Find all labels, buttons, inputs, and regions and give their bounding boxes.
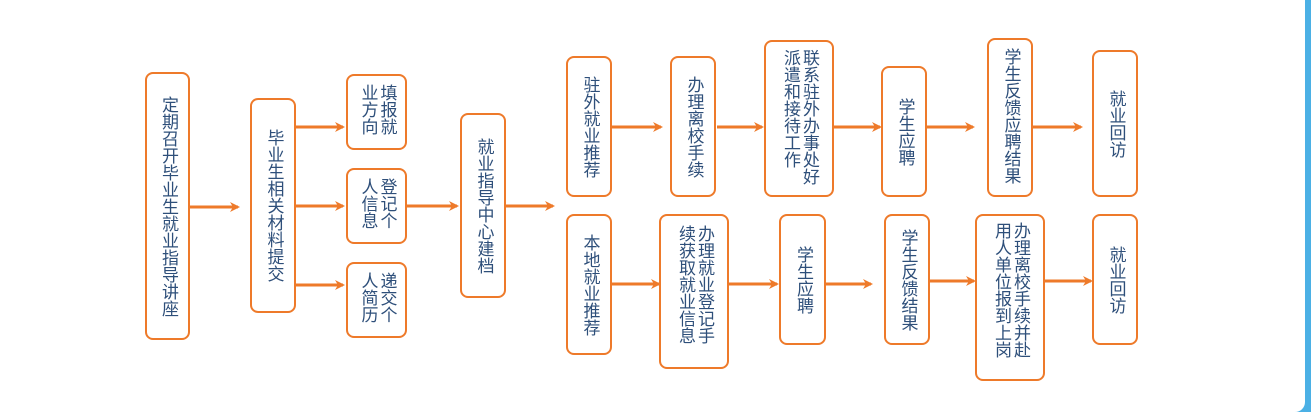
node-resume-label: 递交个人简历 — [357, 272, 397, 323]
node-outside-revisit-label: 就业回访 — [1105, 89, 1126, 158]
node-local-revisit: 就业回访 — [1092, 214, 1138, 345]
node-center: 就业指导中心建档 — [460, 113, 506, 298]
node-intention: 填报就业方向 — [346, 74, 407, 150]
node-register-info: 登记个人信息 — [346, 168, 407, 244]
node-outside-apply: 学生应聘 — [881, 66, 927, 197]
node-local-apply: 学生应聘 — [779, 214, 826, 345]
node-local-feedback-label: 学生反馈结果 — [897, 228, 918, 331]
node-outside-apply-label: 学生应聘 — [894, 97, 915, 166]
node-intention-label: 填报就业方向 — [357, 84, 397, 135]
node-outside-feedback-label: 学生反馈应聘结果 — [1000, 47, 1021, 184]
node-resume: 递交个人简历 — [346, 262, 407, 338]
node-local-apply-label: 学生应聘 — [793, 245, 813, 314]
node-register-info-label: 登记个人信息 — [357, 178, 397, 229]
node-local-recommend-label: 本地就业推荐 — [579, 233, 600, 336]
node-lecture-label: 定期召开毕业生就业指导讲座 — [158, 95, 178, 317]
node-materials-label: 毕业生相关材料提交 — [263, 129, 284, 282]
node-local-feedback: 学生反馈结果 — [884, 214, 930, 345]
node-outside-contact-label: 联系驻外办事处好派遣和接待工作 — [780, 48, 819, 185]
node-center-label: 就业指导中心建档 — [473, 137, 494, 274]
node-outside-leave: 办理离校手续 — [670, 56, 716, 197]
node-materials: 毕业生相关材料提交 — [250, 98, 296, 313]
node-local-revisit-label: 就业回访 — [1105, 245, 1126, 314]
node-local-register: 办理就业登记手续获取就业信息 — [659, 214, 729, 369]
node-outside-leave-label: 办理离校手续 — [683, 75, 704, 178]
node-lecture: 定期召开毕业生就业指导讲座 — [145, 72, 190, 340]
node-local-report: 办理离校手续并赴用人单位报到上岗 — [975, 214, 1045, 381]
node-outside-contact: 联系驻外办事处好派遣和接待工作 — [764, 40, 834, 197]
node-outside-feedback: 学生反馈应聘结果 — [987, 38, 1033, 197]
node-local-recommend: 本地就业推荐 — [566, 214, 612, 355]
node-outside-recommend-label: 驻外就业推荐 — [579, 75, 600, 178]
node-outside-revisit: 就业回访 — [1092, 50, 1138, 197]
node-local-register-label: 办理就业登记手续获取就业信息 — [675, 224, 714, 344]
node-local-report-label: 办理离校手续并赴用人单位报到上岗 — [991, 221, 1030, 358]
node-outside-recommend: 驻外就业推荐 — [566, 56, 612, 197]
